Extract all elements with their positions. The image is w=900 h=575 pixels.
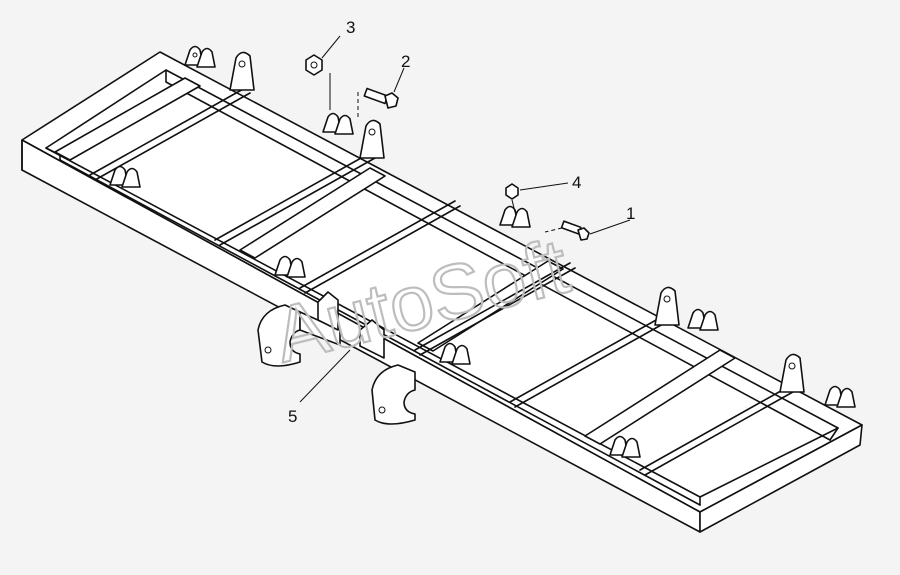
- hitch-center-brackets: [317, 291, 385, 359]
- assembly-lines: [329, 73, 563, 233]
- nut-part-4: [505, 183, 519, 200]
- hitch-plate-right: [371, 364, 416, 425]
- callout-4: 4: [572, 173, 581, 192]
- rod-bars: [89, 87, 801, 476]
- hitch-plate-left: [257, 304, 341, 367]
- callout-2: 2: [401, 52, 410, 71]
- callout-1: 1: [626, 204, 635, 223]
- bolt-part-1: [560, 220, 590, 241]
- callout-3: 3: [346, 18, 355, 37]
- nut-part-3: [305, 54, 323, 76]
- bracket-lugs: [109, 45, 856, 458]
- bolt-part-2: [363, 87, 399, 109]
- callout-5: 5: [288, 407, 297, 426]
- leader-lines: [299, 35, 631, 403]
